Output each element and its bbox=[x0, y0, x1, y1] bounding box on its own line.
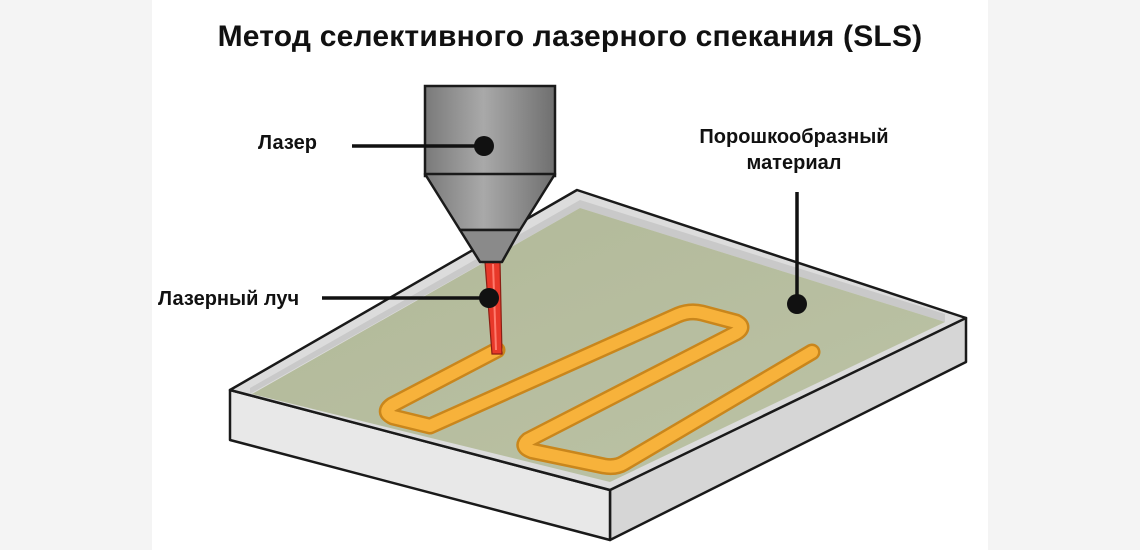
pointer-powder bbox=[787, 192, 807, 314]
laser-head-icon bbox=[423, 84, 557, 264]
sintered-path bbox=[378, 303, 821, 476]
sintered-path-fill bbox=[381, 305, 818, 473]
laser-beam bbox=[484, 261, 503, 355]
powder-tray bbox=[228, 188, 968, 542]
right-margin bbox=[988, 0, 1140, 550]
left-margin bbox=[0, 0, 152, 550]
pointer-beam bbox=[322, 288, 499, 308]
label-laser-beam: Лазерный луч bbox=[158, 288, 300, 310]
label-laser: Лазер bbox=[258, 132, 317, 154]
diagram-title: Метод селективного лазерного спекания (S… bbox=[217, 20, 923, 53]
label-powder-line1: Порошкообразный bbox=[699, 126, 889, 148]
pointer-laser bbox=[352, 136, 494, 156]
label-powder-material: Порошкообразный материал bbox=[660, 124, 928, 176]
label-powder-line2: материал bbox=[746, 152, 842, 174]
